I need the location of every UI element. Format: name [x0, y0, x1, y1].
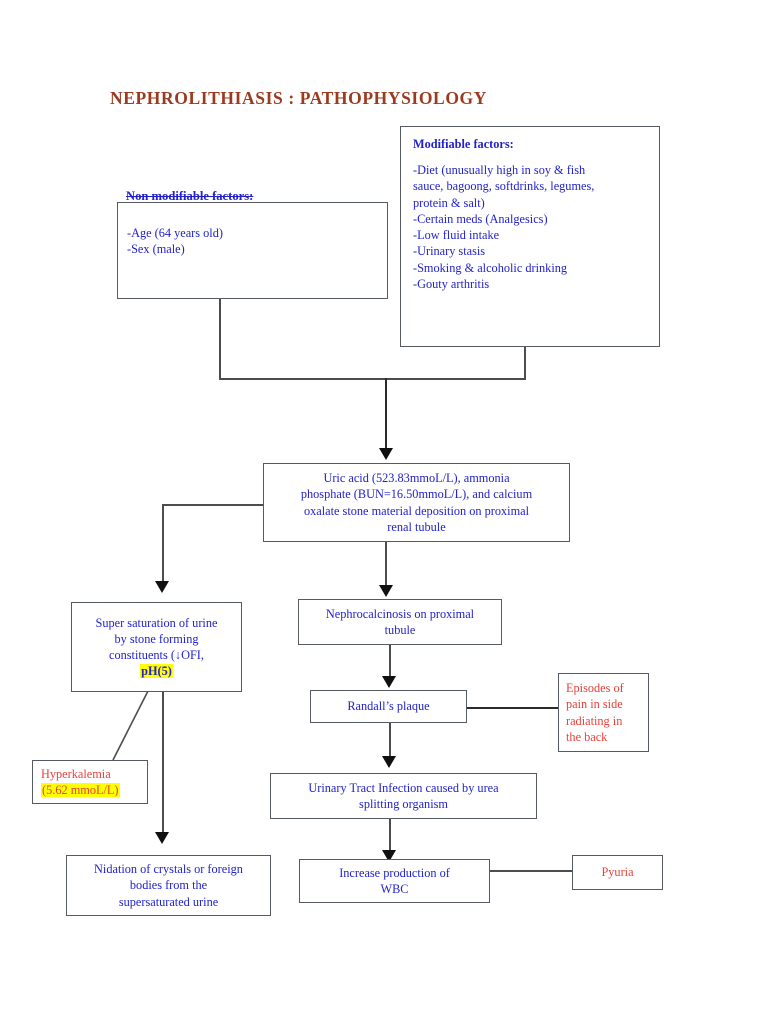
modifiable-factors-item: -Gouty arthritis [413, 276, 490, 291]
nidation-line: bodies from the [129, 878, 208, 893]
hyperkalemia-label: Hyperkalemia [41, 766, 111, 781]
arrowhead-to-nidation [155, 832, 169, 844]
super-saturation-line: by stone forming [114, 631, 199, 646]
nephrocalcinosis-line: tubule [384, 623, 416, 637]
increase-wbc-line: Increase production of [339, 865, 450, 880]
box-episodes-of-pain: Episodes of pain in side radiating in th… [558, 673, 649, 752]
connector-modifiable-down [524, 347, 526, 379]
connector-merge-bar [219, 378, 526, 380]
randalls-plaque-line: Randall’s plaque [347, 699, 430, 714]
box-pyuria: Pyuria [572, 855, 663, 890]
nephrocalcinosis-line: Nephrocalcinosis on proximal [325, 606, 475, 621]
connector-supersat-to-nidation [162, 692, 164, 835]
arrowhead-to-super-saturation [155, 581, 169, 593]
connector-uricacid-left [162, 504, 264, 506]
nidation-line: supersaturated urine [118, 894, 219, 909]
episodes-line: Episodes of [566, 681, 624, 696]
connector-uricacid-down [385, 542, 387, 588]
non-modifiable-factors-heading: Non modifiable factors: [126, 189, 254, 203]
box-urinary-tract-infection: Urinary Tract Infection caused by urea s… [270, 773, 537, 819]
connector-randall-to-episodes [467, 707, 558, 709]
box-non-modifiable-factors: -Age (64 years old) -Sex (male) [117, 202, 388, 299]
modifiable-factors-item: -Diet (unusually high in soy & fish [413, 163, 586, 178]
uric-acid-line: renal tubule [387, 519, 446, 534]
box-uric-acid-deposition: Uric acid (523.83mmoL/L), ammonia phosph… [263, 463, 570, 542]
box-hyperkalemia: Hyperkalemia (5.62 mmoL/L) [32, 760, 148, 804]
super-saturation-line: constituents (↓OFI, [109, 648, 204, 662]
page-title: NEPHROLITHIASIS : PATHOPHYSIOLOGY [110, 88, 487, 108]
connector-randall-to-uti [389, 723, 391, 760]
arrowhead-to-randalls-plaque [382, 676, 396, 688]
episodes-line: the back [566, 729, 608, 744]
episodes-line: pain in side [566, 697, 623, 712]
modifiable-factors-item: -Certain meds (Analgesics) [413, 211, 548, 226]
connector-wbc-to-pyuria [490, 870, 572, 872]
modifiable-factors-item: protein & salt) [413, 195, 485, 210]
non-modifiable-factors-item: -Sex (male) [127, 242, 185, 257]
non-modifiable-factors-item: -Age (64 years old) [127, 226, 223, 240]
box-nidation: Nidation of crystals or foreign bodies f… [66, 855, 271, 916]
box-increase-wbc: Increase production of WBC [299, 859, 490, 903]
modifiable-factors-heading: Modifiable factors: [413, 137, 514, 151]
uric-acid-line: phosphate (BUN=16.50mmoL/L), and calcium [300, 487, 533, 502]
super-saturation-line: Super saturation of urine [95, 615, 218, 630]
arrowhead-to-uti [382, 756, 396, 768]
pyuria-line: Pyuria [601, 865, 634, 880]
box-modifiable-factors: Modifiable factors: -Diet (unusually hig… [400, 126, 660, 347]
uti-line: Urinary Tract Infection caused by urea [308, 780, 499, 795]
modifiable-factors-item: -Low fluid intake [413, 228, 500, 243]
increase-wbc-line: WBC [380, 882, 409, 896]
arrowhead-to-nephrocalcinosis [379, 585, 393, 597]
uric-acid-line: Uric acid (523.83mmoL/L), ammonia [323, 471, 510, 486]
nidation-line: Nidation of crystals or foreign [94, 862, 243, 877]
uric-acid-line: oxalate stone material deposition on pro… [303, 503, 530, 518]
episodes-line: radiating in [566, 713, 623, 728]
connector-diagonal-hyperkalemia [112, 690, 149, 761]
modifiable-factors-item: sauce, bagoong, softdrinks, legumes, [413, 179, 595, 194]
connector-uti-to-wbc [389, 819, 391, 854]
connector-nephro-to-randall [389, 645, 391, 680]
box-super-saturation: Super saturation of urine by stone formi… [71, 602, 242, 692]
hyperkalemia-value-highlight: (5.62 mmoL/L) [41, 783, 120, 797]
box-nephrocalcinosis: Nephrocalcinosis on proximal tubule [298, 599, 502, 645]
connector-merge-to-uricacid [385, 378, 387, 452]
arrowhead-to-uric-acid [379, 448, 393, 460]
connector-left-down [162, 504, 164, 584]
ph-value-highlight: pH(5) [140, 664, 173, 679]
modifiable-factors-item: -Urinary stasis [413, 244, 486, 259]
box-randalls-plaque: Randall’s plaque [310, 690, 467, 723]
modifiable-factors-item: -Smoking & alcoholic drinking [413, 260, 568, 275]
uti-line: splitting organism [359, 797, 448, 811]
connector-nonmodifiable-down [219, 299, 221, 379]
